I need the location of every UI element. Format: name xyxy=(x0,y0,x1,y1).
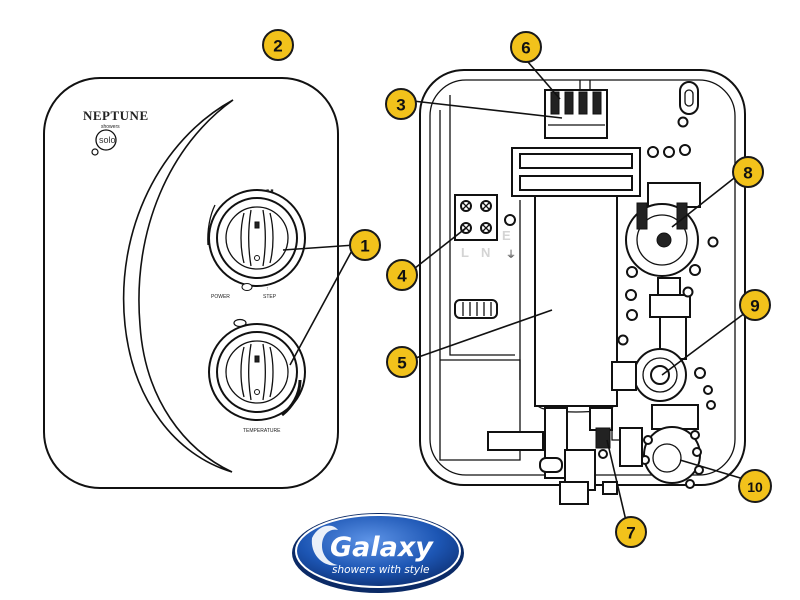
pressure-relief-device xyxy=(640,385,716,489)
thermal-cutout-terminals xyxy=(544,89,608,139)
front-cover: NEPTUNE showers solo ■ ■ POWER STEP ↑ xyxy=(43,77,339,489)
svg-text:6: 6 xyxy=(521,39,530,58)
svg-text:7: 7 xyxy=(626,524,635,543)
swirl-icon xyxy=(311,525,338,566)
svg-text:9: 9 xyxy=(750,297,759,316)
terminal-neutral-label: N xyxy=(481,245,490,260)
logo-name: Galaxy xyxy=(330,532,434,563)
temperature-label: TEMPERATURE xyxy=(243,428,281,434)
leader-lines xyxy=(282,61,754,526)
logo-tagline: showers with style xyxy=(332,564,430,576)
callout-3: 3 xyxy=(385,88,417,120)
terminal-live-label: L xyxy=(461,245,469,260)
callout-1: 1 xyxy=(349,229,381,261)
power-dial[interactable]: ■ ■ xyxy=(207,188,306,287)
svg-text:5: 5 xyxy=(397,354,406,373)
earth-symbol-icon: ⏚ xyxy=(506,249,516,261)
power-label: POWER xyxy=(211,294,230,300)
galaxy-logo: Galaxy showers with style xyxy=(292,513,464,593)
svg-text:1: 1 xyxy=(360,237,369,256)
callout-4: 4 xyxy=(386,259,418,291)
svg-text:4: 4 xyxy=(397,267,407,286)
svg-text:10: 10 xyxy=(747,479,763,495)
step-arrow-icon: ↑ xyxy=(266,286,269,292)
heater-tank xyxy=(519,195,618,413)
callout-9: 9 xyxy=(739,289,771,321)
cover-curve-decoration xyxy=(122,99,234,473)
callout-5: 5 xyxy=(386,346,418,378)
solo-badge xyxy=(95,129,117,151)
callout-6: 6 xyxy=(510,31,542,63)
model-name: solo xyxy=(99,135,116,145)
terminal-earth-label: E xyxy=(502,228,511,243)
brand-subtitle: showers xyxy=(101,124,120,130)
brand-name: NEPTUNE xyxy=(83,108,149,123)
callout-10: 10 xyxy=(738,469,772,503)
callout-2: 2 xyxy=(262,29,294,61)
flow-valve xyxy=(611,348,706,402)
solenoid-valve xyxy=(625,182,719,278)
indicator-light xyxy=(91,148,99,156)
cable-clamp xyxy=(454,299,498,319)
terminal-block: L N E ⏚ xyxy=(454,194,516,261)
temperature-dial[interactable] xyxy=(208,323,306,421)
callout-8: 8 xyxy=(732,156,764,188)
svg-text:8: 8 xyxy=(743,164,752,183)
mode-indicator-icon xyxy=(241,283,253,291)
callout-7: 7 xyxy=(615,516,647,548)
internal-unit: L N E ⏚ xyxy=(419,69,746,505)
svg-text:2: 2 xyxy=(273,37,282,56)
svg-text:■ ■: ■ ■ xyxy=(266,188,273,194)
step-label: STEP xyxy=(263,294,277,300)
svg-text:3: 3 xyxy=(396,96,405,115)
